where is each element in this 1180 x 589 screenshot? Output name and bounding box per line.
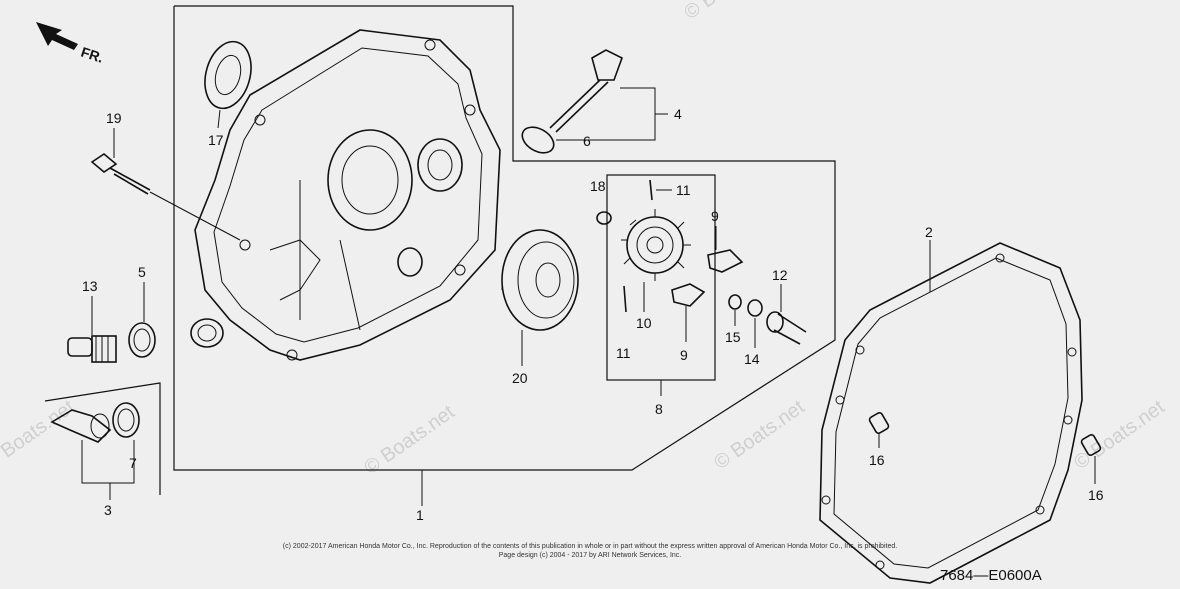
ball-bearing-20 — [501, 229, 579, 331]
flange-bolt-19 — [90, 153, 151, 195]
callout-16-right: 16 — [1088, 487, 1104, 503]
pin-11-lower — [623, 285, 627, 313]
front-direction-arrow-icon — [36, 22, 78, 50]
callout-9-lower: 9 — [680, 347, 688, 363]
callout-20: 20 — [512, 370, 528, 386]
watermark: © Boats.net — [0, 396, 79, 474]
callout-10: 10 — [636, 315, 652, 331]
copyright-line-1: (c) 2002-2017 American Honda Motor Co., … — [283, 543, 897, 550]
callout-3: 3 — [104, 502, 112, 518]
callout-11-lower: 11 — [616, 345, 631, 361]
callout-16-left: 16 — [869, 452, 885, 468]
crankcase-cover — [190, 29, 501, 361]
callout-4: 4 — [674, 106, 682, 122]
watermark: © Boats.net — [360, 401, 459, 479]
oil-drain-plug-3 — [50, 409, 112, 443]
watermark: © Boats.net — [680, 0, 779, 24]
o-ring-6 — [521, 126, 555, 154]
crankcase-cover-gasket-2 — [819, 242, 1083, 584]
direction-label: FR. — [79, 44, 105, 66]
callout-15: 15 — [725, 329, 741, 345]
callout-8: 8 — [655, 401, 663, 417]
diagram-code: 7684—E0600A — [940, 567, 1042, 584]
assembly-boundary — [173, 5, 836, 471]
washer-14 — [747, 299, 763, 317]
dowel-pin-16-right — [1080, 434, 1102, 456]
washer-18 — [596, 211, 612, 225]
dowel-pin-16-left — [868, 412, 890, 434]
callout-14: 14 — [744, 351, 760, 367]
governor-arm-9-lower — [671, 283, 706, 307]
pin-11-upper — [649, 179, 653, 201]
callout-12: 12 — [772, 267, 788, 283]
callout-7: 7 — [129, 455, 137, 471]
washer-7 — [112, 402, 140, 438]
copyright-line-2: Page design (c) 2004 - 2017 by ARI Netwo… — [499, 552, 682, 559]
callout-1: 1 — [416, 507, 424, 523]
callout-6: 6 — [583, 133, 591, 149]
drain-plug-bracket — [44, 382, 161, 495]
callout-9-upper: 9 — [711, 208, 719, 224]
callout-5: 5 — [138, 264, 146, 280]
oil-level-gauge-4 — [549, 49, 623, 133]
callout-18: 18 — [590, 178, 606, 194]
washer-5 — [128, 322, 156, 358]
oil-seal-17 — [204, 40, 252, 110]
governor-gear-10 — [621, 209, 691, 281]
clip-15 — [728, 294, 742, 310]
watermark: © Boats.net — [710, 396, 809, 474]
callout-11-upper: 11 — [676, 182, 691, 198]
callout-19: 19 — [106, 110, 122, 126]
watermark: © Boats.net — [1070, 396, 1169, 474]
callout-13: 13 — [82, 278, 98, 294]
drain-bolt-13 — [67, 335, 117, 363]
governor-arm-9-upper — [707, 249, 744, 273]
governor-shaft-bolt-12 — [766, 311, 807, 345]
callout-2: 2 — [925, 224, 933, 240]
callout-17: 17 — [208, 132, 224, 148]
